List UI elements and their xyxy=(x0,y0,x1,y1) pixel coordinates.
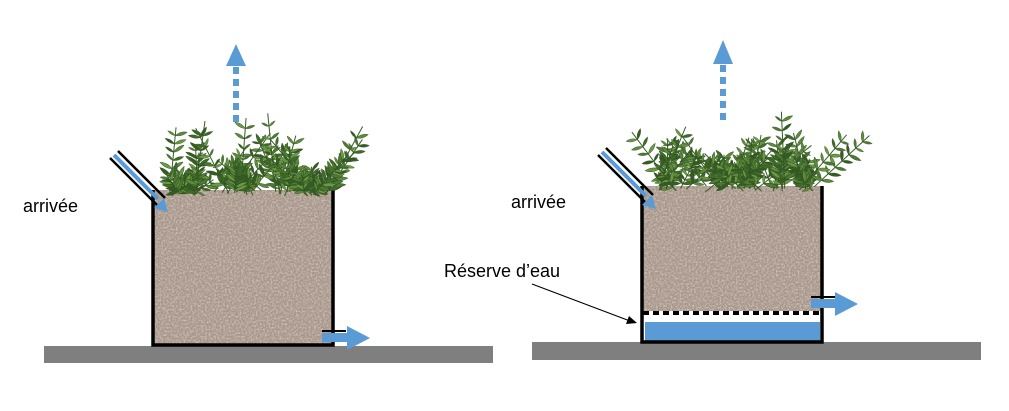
evaporation-arrow-left-icon xyxy=(226,44,246,122)
inlet-pipe-left-icon xyxy=(109,150,168,212)
planter-left xyxy=(44,44,493,363)
planter-right xyxy=(531,40,981,360)
soil-left-texture xyxy=(153,190,333,345)
planter-left-walls xyxy=(151,190,335,347)
soil-right-texture xyxy=(642,186,822,311)
reserve-pointer-arrow xyxy=(531,283,637,324)
evaporation-arrow-right-icon xyxy=(713,40,733,120)
inlet-label-right: arrivée xyxy=(511,192,567,212)
outlet-arrow-left-icon xyxy=(322,326,370,350)
outlet-arrow-right-icon xyxy=(811,292,858,316)
inlet-label-left: arrivée xyxy=(23,196,79,216)
plants-right xyxy=(625,111,873,193)
planter-right-walls xyxy=(640,186,824,344)
inlet-pipe-right-icon xyxy=(597,147,656,209)
water-reserve xyxy=(645,322,820,341)
reserve-label: Réserve d’eau xyxy=(444,261,561,281)
ground-right xyxy=(532,342,981,360)
plants-left xyxy=(158,113,370,198)
ground-left xyxy=(44,346,493,363)
